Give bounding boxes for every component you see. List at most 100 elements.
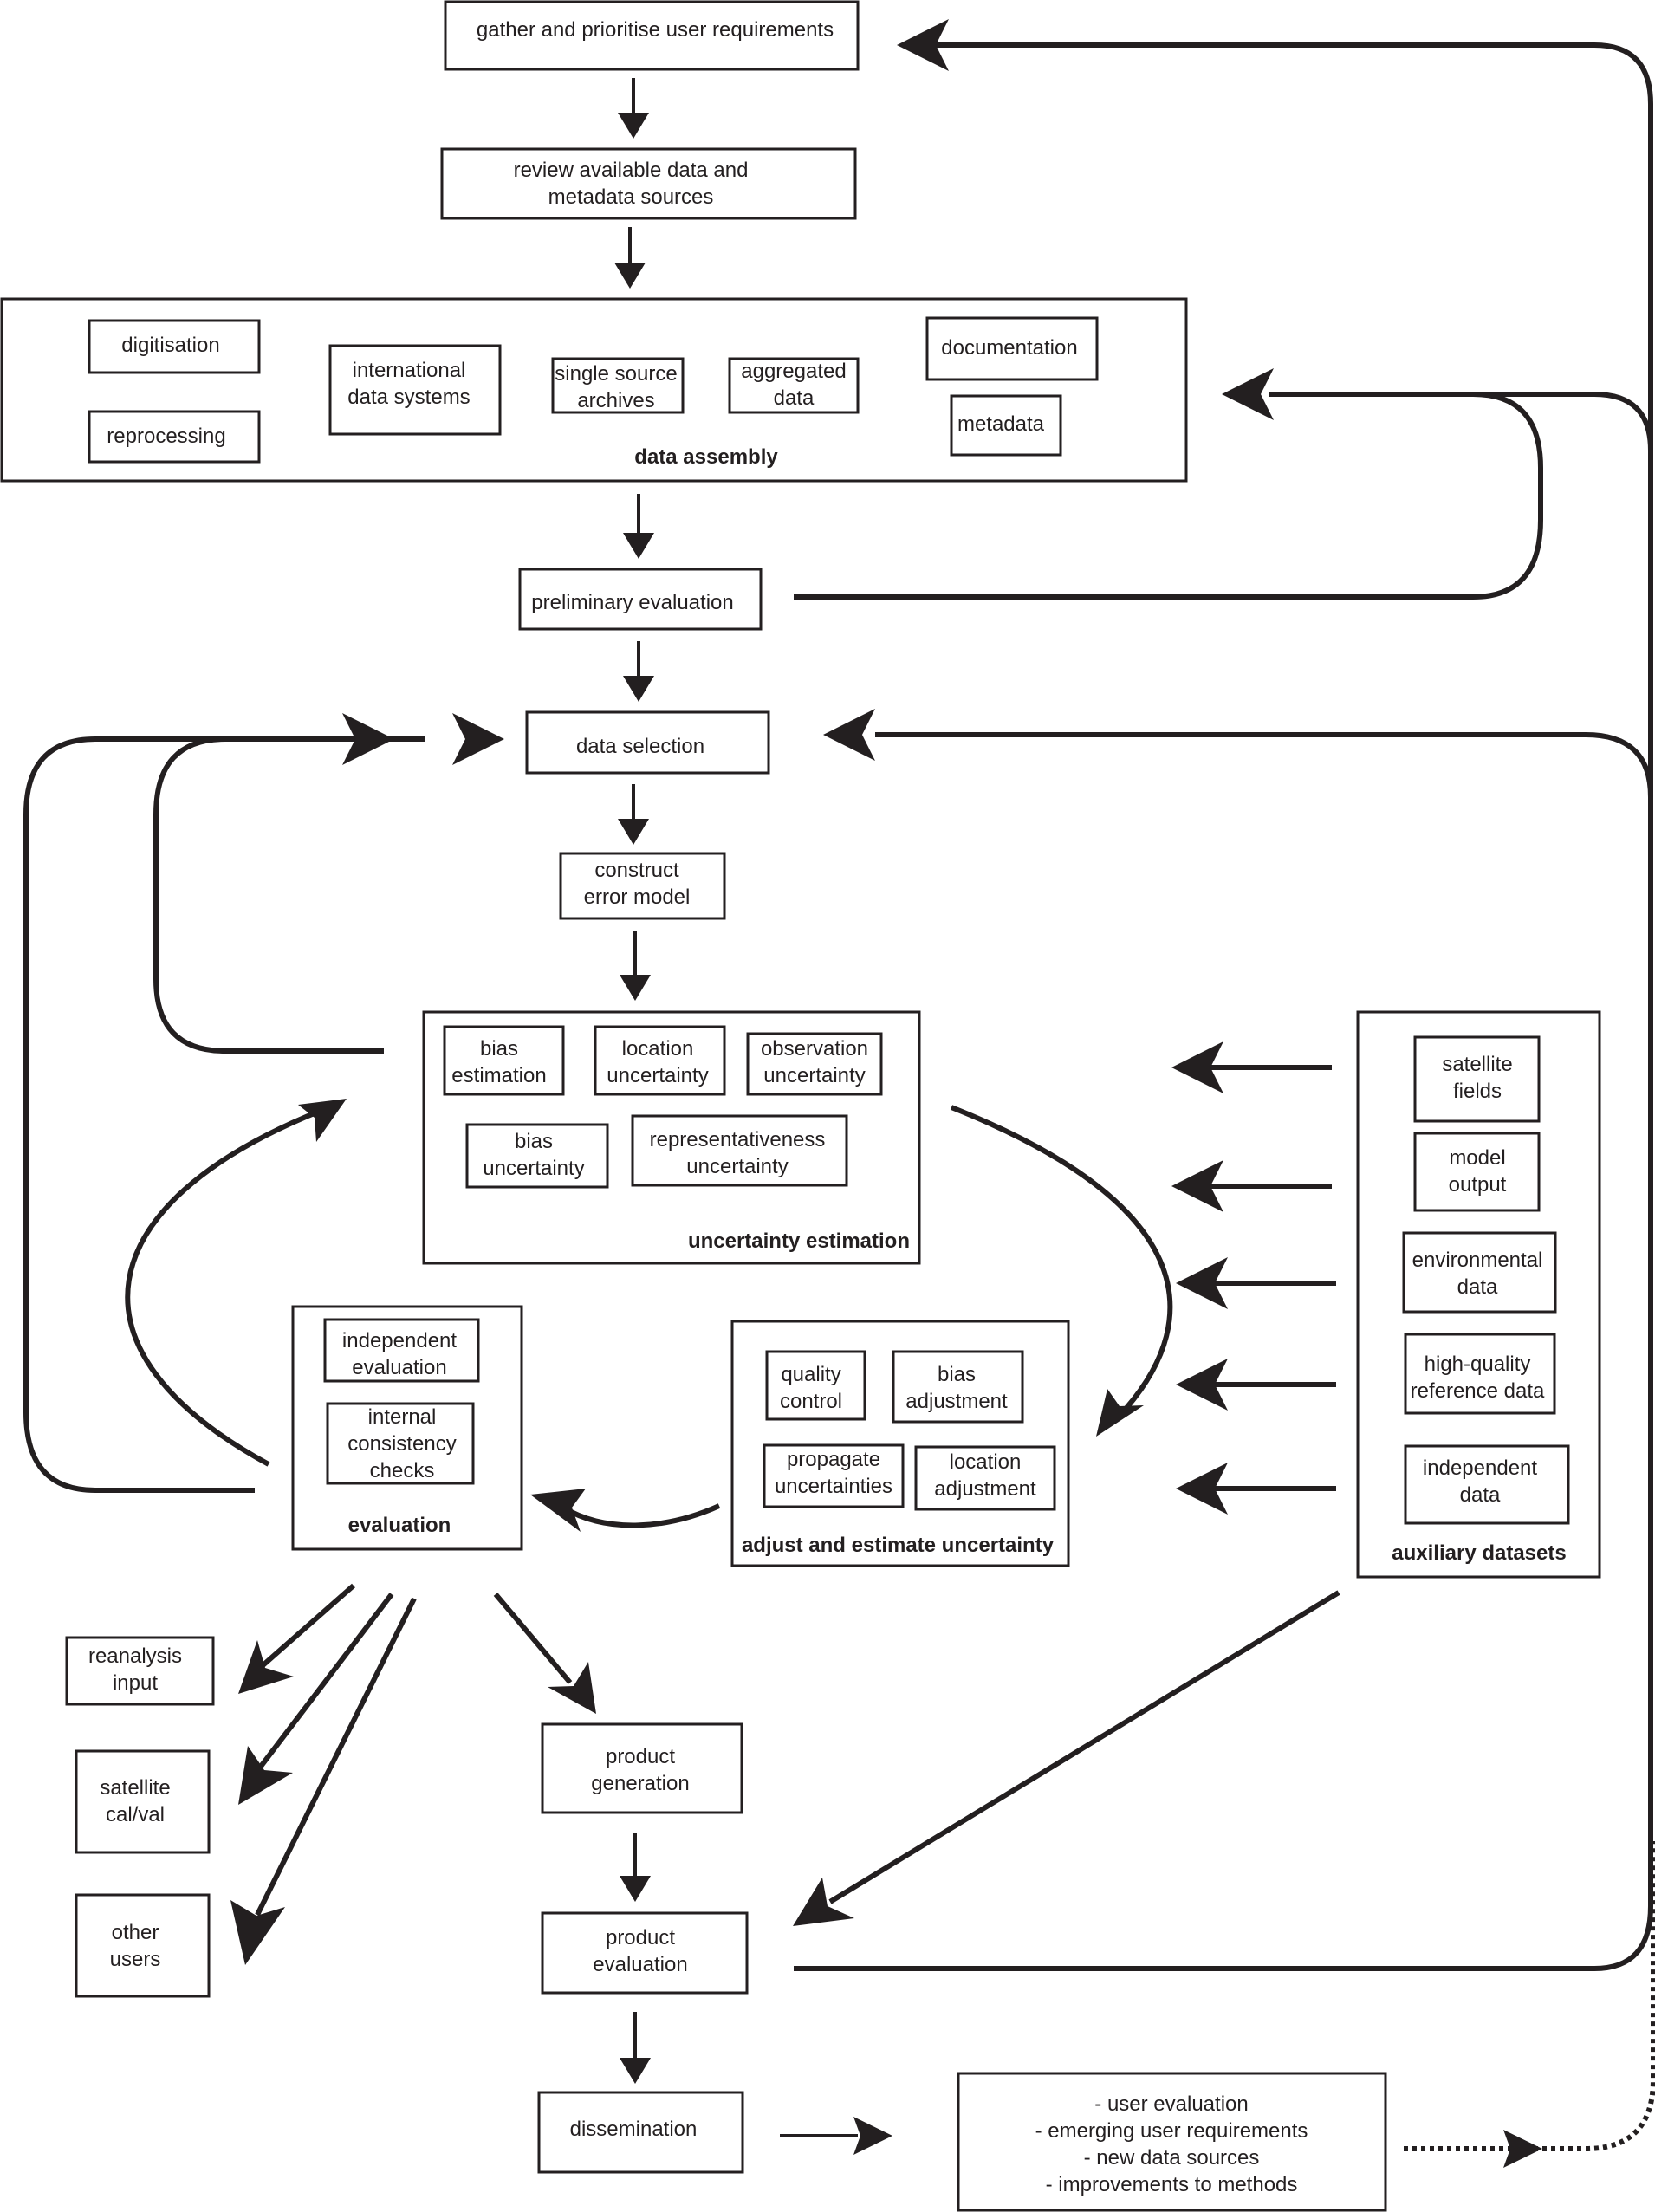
reanalysis-input-box [65, 1636, 215, 1706]
label-line: adjustment [934, 1477, 1036, 1501]
gather-requirements-label: gather and prioritise user requirements [477, 18, 834, 42]
satellite-fields-label: satellite fields [1442, 1053, 1512, 1103]
label-line: users [110, 1948, 161, 1971]
head-aux-2 [1171, 1160, 1223, 1212]
label-line: uncertainty [686, 1155, 788, 1178]
model-output-box [1413, 1132, 1541, 1212]
head-to-product-generation [548, 1662, 596, 1714]
independent-evaluation-box [323, 1318, 480, 1383]
label-line: cal/val [106, 1803, 165, 1826]
international-data-systems-box [328, 344, 502, 436]
head-construct-to-uncertainty [620, 975, 651, 1001]
label-line: satellite [1442, 1053, 1512, 1076]
evaluation-to-uncertainty-curve [125, 1108, 322, 1467]
feedback-dotted-return [1404, 1841, 1655, 2151]
label-line: output [1449, 1173, 1507, 1197]
head-dissemination-to-feedback [853, 2117, 892, 2155]
head-to-gather [897, 19, 949, 71]
feedback-rail-to-assembly [1269, 392, 1653, 451]
label-line: propagate [787, 1448, 880, 1471]
head-to-selection-right [823, 709, 875, 761]
feedback-rail-to-gather [794, 42, 1653, 1971]
head-to-satellite-calval [238, 1746, 293, 1805]
evaluation-to-product-generation [493, 1593, 573, 1684]
label-line: adjustment [905, 1390, 1008, 1413]
internal-consistency-checks-box [326, 1402, 475, 1485]
label-line: gather and prioritise user requirements [477, 18, 834, 42]
label-line: preliminary evaluation [531, 591, 733, 614]
label-line: dissemination [570, 2118, 698, 2141]
observation-uncertainty-box [746, 1032, 883, 1096]
label-line: consistency [347, 1432, 456, 1456]
label-line: archives [577, 389, 654, 412]
location-uncertainty-box [594, 1025, 726, 1096]
head-aux-1 [1171, 1041, 1223, 1093]
evaluation-to-satellite-calval [257, 1593, 394, 1769]
feedback-notes-box [957, 2072, 1387, 2212]
environmental-data-box [1402, 1231, 1557, 1314]
high-quality-reference-data-box [1404, 1333, 1556, 1415]
data-selection-label: data selection [576, 735, 704, 758]
label-line: reanalysis [88, 1644, 182, 1668]
label-line: - new data sources [1084, 2146, 1260, 2170]
label-line: satellite [100, 1776, 170, 1800]
head-dotted-return [1503, 2130, 1542, 2168]
label-line: error model [584, 885, 691, 909]
bias-estimation-box [443, 1025, 565, 1096]
label-line: - improvements to methods [1046, 2173, 1298, 2196]
label-line: internal [368, 1405, 437, 1429]
reprocessing-label: reprocessing [107, 425, 225, 448]
label-line: review available data and [514, 159, 749, 182]
head-uncertainty-to-adjust [1096, 1389, 1144, 1437]
review-sources-box [440, 147, 857, 220]
label-line: construct [594, 859, 679, 882]
head-gather-to-review [618, 113, 649, 139]
label-line: bias [480, 1037, 518, 1061]
preliminary-evaluation-box [518, 568, 763, 631]
head-product-evaluation-to-dissemination [620, 2058, 651, 2084]
bias-uncertainty-box [465, 1123, 609, 1189]
bias-adjustment-box [892, 1350, 1024, 1424]
feedback-rail-to-selection [875, 732, 1653, 798]
label-line: uncertainty [483, 1157, 584, 1180]
label-line: - emerging user requirements [1035, 2119, 1308, 2143]
label-line: observation [761, 1037, 868, 1061]
high-quality-reference-data-label: high-quality reference data [1411, 1352, 1545, 1403]
dissemination-label: dissemination [570, 2118, 698, 2141]
head-evaluation-to-uncertainty [298, 1099, 347, 1142]
digitisation-label: digitisation [121, 334, 219, 357]
label-line: generation [591, 1772, 689, 1795]
label-line: data systems [347, 386, 470, 409]
other-users-box [75, 1893, 211, 1998]
gather-requirements-box [444, 0, 860, 71]
label-line: representativeness [650, 1128, 826, 1151]
label-line: data [1460, 1483, 1501, 1507]
label-line: data [774, 386, 815, 410]
label-line: control [780, 1390, 842, 1413]
label-line: high-quality [1425, 1352, 1531, 1376]
head-generation-to-product-evaluation [620, 1876, 651, 1902]
label-line: reference data [1411, 1379, 1545, 1403]
data-selection-box [525, 710, 770, 775]
label-line: international [353, 359, 466, 382]
reprocessing-box [88, 410, 261, 464]
label-line: location [622, 1037, 694, 1061]
digitisation-box [88, 319, 261, 374]
label-line: metadata sources [548, 185, 714, 209]
uncertainty-loop-to-selection [153, 736, 425, 1054]
head-aux-to-product-evaluation [793, 1878, 854, 1926]
label-line: fields [1453, 1080, 1502, 1103]
satellite-fields-box [1413, 1035, 1541, 1123]
